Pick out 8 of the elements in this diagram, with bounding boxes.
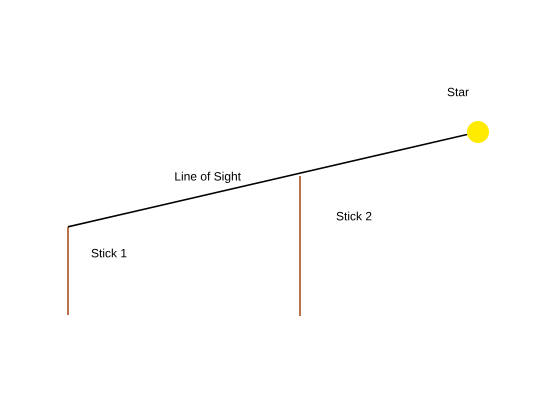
line-of-sight <box>68 134 468 228</box>
edge-label: Line of Sight <box>175 172 241 183</box>
stick <box>299 176 301 316</box>
star-circle <box>467 121 489 143</box>
stick <box>67 227 69 315</box>
node-label: Stick 2 <box>336 212 372 220</box>
node-label: Star <box>448 88 469 96</box>
node-label: Stick 1 <box>92 248 126 258</box>
